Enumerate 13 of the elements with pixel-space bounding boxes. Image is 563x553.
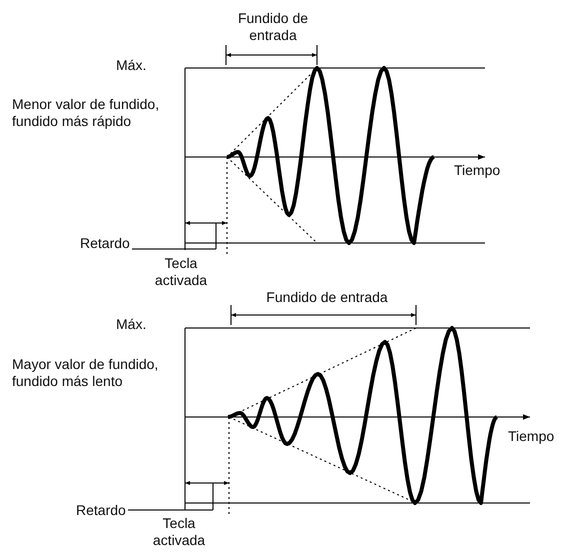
curve-description: Menor valor de fundido, fundido más rápido: [12, 96, 160, 130]
dimension-label: Fundido de entrada: [265, 289, 389, 306]
axis-label: Tiempo: [508, 428, 554, 445]
key-on-label: Tecla activada: [152, 515, 206, 549]
axis-label: Máx.: [116, 57, 146, 74]
axis-label: Tiempo: [454, 162, 500, 179]
delay-label: Retardo: [80, 235, 130, 252]
curve-description: Mayor valor de fundido, fundido más lento: [12, 356, 160, 390]
key-on-label: Tecla activada: [154, 255, 208, 289]
leader-line: [132, 248, 216, 250]
dimension-label: Fundido de entrada: [236, 10, 310, 44]
delay-label: Retardo: [76, 502, 126, 519]
axis-label: Máx.: [116, 316, 146, 333]
